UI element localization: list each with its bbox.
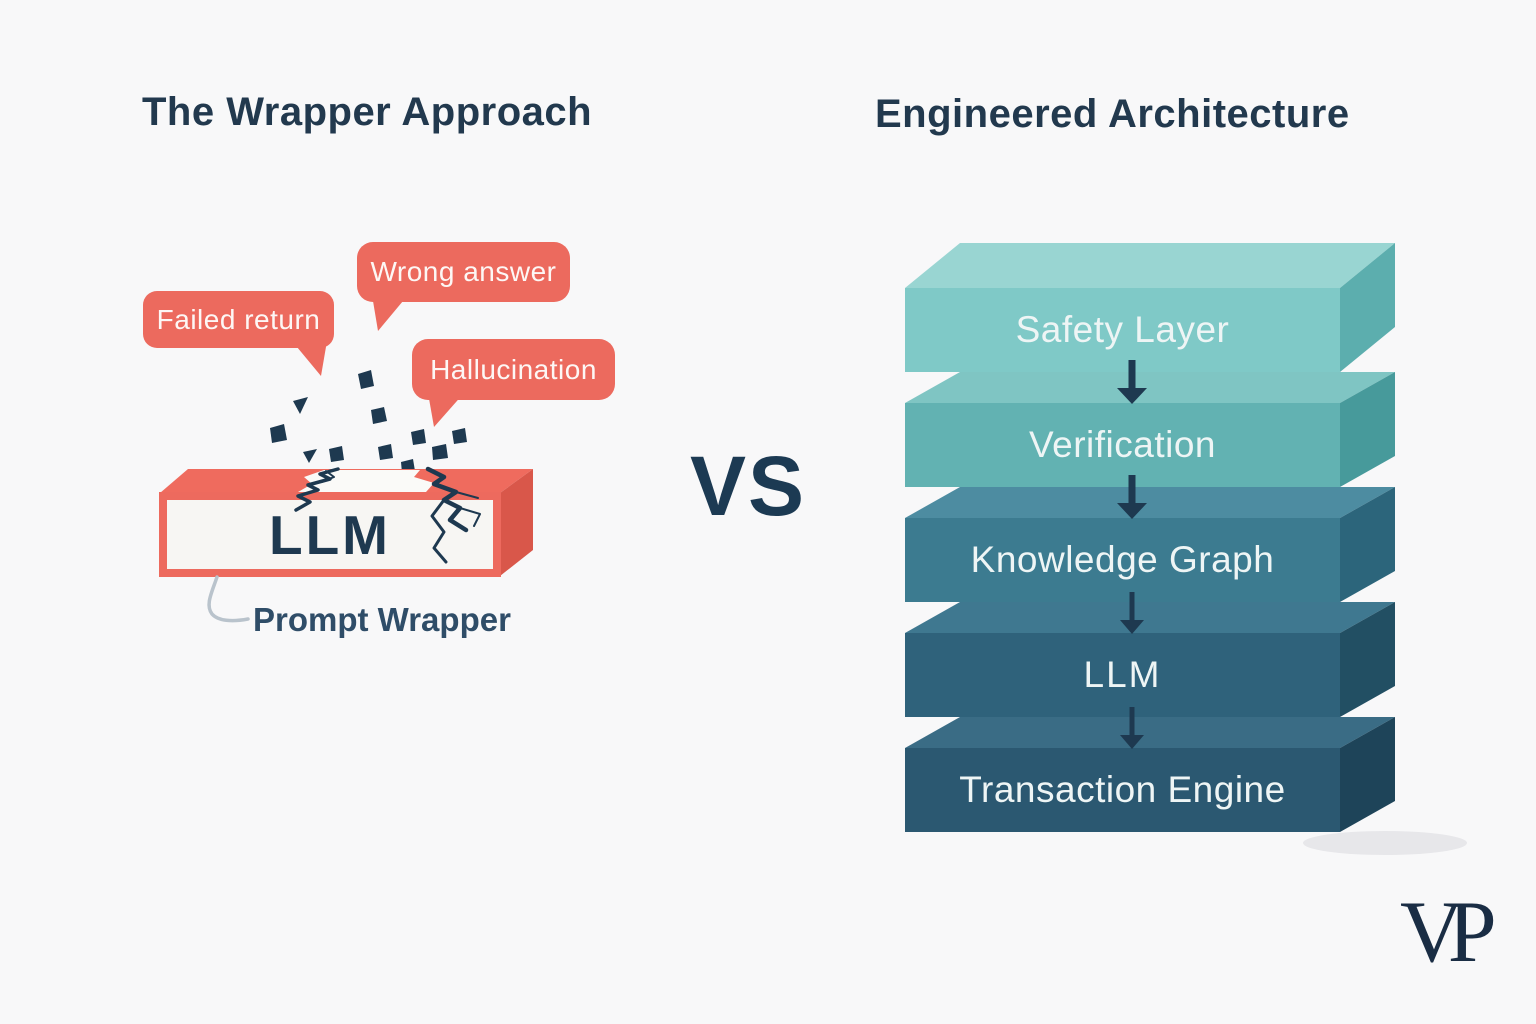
layer-block-transaction-engine — [905, 717, 1395, 832]
arrow-down-icon — [1117, 360, 1147, 404]
layer-label-transaction-engine: Transaction Engine — [959, 769, 1286, 810]
llm-block — [159, 466, 533, 577]
bubble-label: Hallucination — [430, 353, 597, 385]
layer-block-llm — [905, 602, 1395, 717]
layer-label-knowledge-graph: Knowledge Graph — [970, 539, 1275, 580]
debris-fragments-icon — [270, 370, 467, 473]
bubble-tail — [292, 341, 327, 376]
bubble-label: Wrong answer — [370, 256, 557, 287]
layer-label-safety-layer: Safety Layer — [1015, 309, 1230, 350]
bubble-tail — [428, 393, 464, 427]
speech-bubble-failed-return: Failed return — [143, 291, 334, 348]
annotation-connector-line — [207, 575, 250, 623]
left-title: The Wrapper Approach — [142, 90, 593, 134]
arrow-down-icon — [1120, 592, 1144, 634]
bubble-tail — [372, 295, 408, 331]
llm-block-label: LLM — [268, 503, 391, 566]
arrow-down-icon — [1117, 475, 1147, 519]
right-title: Engineered Architecture — [875, 92, 1350, 136]
crack-icon — [294, 466, 481, 564]
layer-block-safety-layer — [905, 243, 1395, 372]
prompt-wrapper-label: Prompt Wrapper — [253, 601, 511, 638]
stack-shadow — [1303, 831, 1467, 855]
layer-label-verification: Verification — [1029, 424, 1216, 465]
arrow-down-icon — [1120, 707, 1144, 749]
layer-label-llm: LLM — [1083, 654, 1162, 695]
layer-block-knowledge-graph — [905, 487, 1395, 602]
vs-divider-label: VS — [690, 439, 807, 533]
vp-logo: VP — [1400, 884, 1497, 981]
layer-block-verification — [905, 372, 1395, 487]
bubble-label: Failed return — [156, 303, 321, 335]
speech-bubble-hallucination: Hallucination — [412, 339, 615, 400]
speech-bubble-wrong-answer: Wrong answer — [357, 242, 570, 302]
